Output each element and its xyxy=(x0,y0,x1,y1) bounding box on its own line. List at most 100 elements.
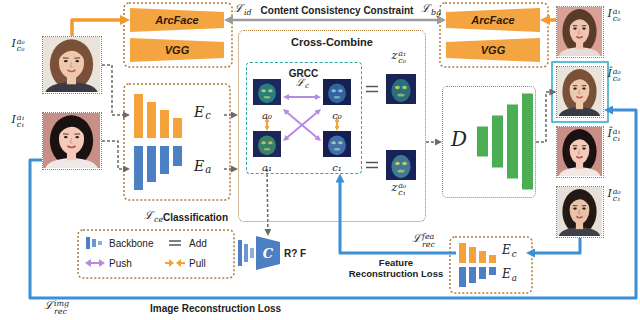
eye xyxy=(573,27,577,29)
map-spot xyxy=(402,161,407,165)
decoder-name: D xyxy=(451,127,467,151)
subscript: c₁ xyxy=(17,121,25,129)
math-scripts: a xyxy=(512,274,517,283)
math-base: ℒ xyxy=(144,210,153,223)
math-base: E xyxy=(502,244,511,258)
legend-item: Pull xyxy=(164,256,206,270)
eyebrow xyxy=(63,133,69,134)
encoder-layer xyxy=(469,247,476,263)
math-base: ℒ xyxy=(44,300,53,313)
feature-name: a₀ xyxy=(262,110,272,121)
feature-map: c₁ xyxy=(321,131,353,169)
add-bar xyxy=(366,86,378,88)
feature-label: za₀c₁ xyxy=(392,182,407,198)
photo-background xyxy=(557,127,602,176)
math-base: ℒ xyxy=(412,233,421,246)
face-photo xyxy=(557,127,602,176)
math-base: z xyxy=(392,50,398,63)
hair-fringe xyxy=(569,194,591,208)
map-background xyxy=(386,150,416,180)
image-label: Ia₁c₁ xyxy=(12,114,25,130)
feature-extractor: VGG xyxy=(130,38,224,62)
feature-label: za₁c₀ xyxy=(392,50,407,66)
eye xyxy=(64,136,68,138)
legend-sample xyxy=(84,256,106,270)
loss-name: Classification xyxy=(163,212,228,223)
connector xyxy=(224,168,233,170)
subscript: ce xyxy=(154,216,163,224)
feature-map-image xyxy=(386,74,416,104)
eyebrow xyxy=(573,25,578,26)
math-base: I xyxy=(12,114,16,127)
connector xyxy=(102,65,125,115)
encoder-layer xyxy=(479,251,486,263)
loss-name: Feature Reconstruction Loss xyxy=(349,257,444,279)
appearance-encoder: Ea xyxy=(130,144,224,194)
text-holder: C xyxy=(256,236,280,270)
extractor-body xyxy=(446,8,540,32)
subscript: c₁ xyxy=(613,195,621,203)
face-photo xyxy=(557,67,602,116)
eyebrow xyxy=(573,205,578,206)
eyebrow xyxy=(582,205,587,206)
hair xyxy=(562,129,596,174)
connector xyxy=(230,19,439,22)
connector xyxy=(287,96,317,98)
map-spot xyxy=(334,148,341,151)
decoder-layer xyxy=(507,105,518,179)
math-base: z xyxy=(392,182,398,195)
title-holder: D xyxy=(451,127,467,151)
classifier-name: C xyxy=(263,246,273,261)
text-holder: ArcFace xyxy=(130,8,224,32)
map-spot xyxy=(397,169,404,172)
encoder-layer xyxy=(160,146,169,174)
subscript: rec xyxy=(422,241,435,249)
map-blob xyxy=(258,83,276,103)
group-outline xyxy=(440,3,548,67)
map-spot xyxy=(334,96,341,99)
feature-map-image xyxy=(253,131,281,157)
face-photo xyxy=(43,113,100,168)
decoder-layer xyxy=(522,94,533,190)
label-holder: Content Consistency Constraint xyxy=(254,5,420,17)
math-scripts: fearec xyxy=(422,233,435,249)
superscript: a₀ xyxy=(398,182,406,190)
photo-background xyxy=(557,7,602,56)
sample-head xyxy=(169,259,174,267)
connector xyxy=(266,121,268,128)
decoder: D xyxy=(442,86,536,198)
map-blob xyxy=(328,83,346,103)
connector xyxy=(72,20,123,36)
map-spot xyxy=(268,89,272,92)
subscript: c₁ xyxy=(398,189,406,197)
subscript: c₀ xyxy=(613,15,621,23)
math-base: ℒ xyxy=(234,3,243,16)
superscript: img xyxy=(54,300,69,308)
face-photo xyxy=(43,37,100,92)
connector xyxy=(547,18,556,22)
encoder-layer xyxy=(469,267,476,283)
map-background xyxy=(253,131,281,157)
legend-sample xyxy=(164,256,186,270)
encoder-layer xyxy=(147,102,156,138)
feature-map: a₁ xyxy=(251,131,283,169)
extractor-name: ArcFace xyxy=(155,14,198,26)
encoder-label: Ec xyxy=(502,244,517,259)
class-output: R? F xyxy=(284,248,306,259)
nose xyxy=(70,62,72,67)
extractor-body xyxy=(130,8,224,32)
nose xyxy=(578,30,580,34)
label-holder: Classification xyxy=(163,212,228,224)
combined-feature: za₀c₁ xyxy=(384,150,418,208)
face-image: Îa₁c₁ xyxy=(556,126,604,178)
map-blob xyxy=(391,79,410,102)
superscript: a₁ xyxy=(613,128,621,136)
module-title: Cross-Combine xyxy=(291,36,373,48)
add-bar xyxy=(366,167,378,169)
title-holder: c₁ xyxy=(321,157,353,175)
eyebrow xyxy=(582,85,587,86)
hair-fringe xyxy=(569,74,591,88)
encoder-layer xyxy=(489,255,496,263)
connector xyxy=(286,112,318,139)
encoder-layer xyxy=(160,110,169,138)
